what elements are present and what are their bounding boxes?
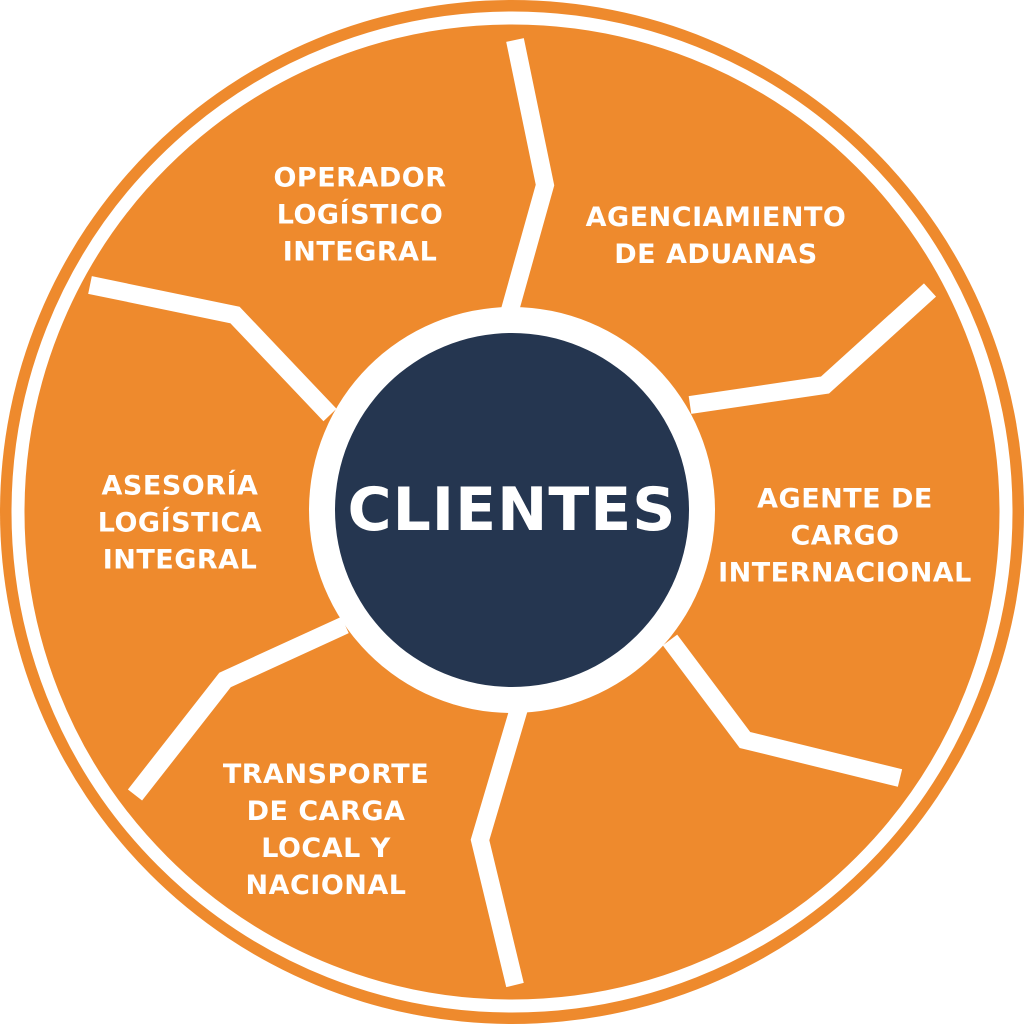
segment-asesoria-logistica: ASESORÍA LOGÍSTICA INTEGRAL — [97, 470, 263, 576]
divider-line — [501, 38, 555, 313]
divider-line — [662, 634, 903, 787]
segment-operador-logistico: OPERADOR LOGÍSTICO INTEGRAL — [273, 162, 447, 268]
segment-transporte-carga: TRANSPORTE DE CARGA LOCAL Y NACIONAL — [222, 759, 430, 901]
divider-line — [88, 276, 337, 422]
divider-line — [470, 702, 529, 988]
outer-white-ring — [11, 11, 1013, 1013]
segment-agenciamiento-aduanas: AGENCIAMIENTO DE ADUANAS — [585, 202, 847, 270]
segment-agente-carga: AGENTE DE CARGO INTERNACIONAL — [718, 483, 972, 589]
center-circle — [335, 333, 689, 687]
center-label: CLIENTES — [347, 475, 677, 545]
divider-line — [688, 283, 937, 414]
divider-line — [127, 616, 349, 801]
